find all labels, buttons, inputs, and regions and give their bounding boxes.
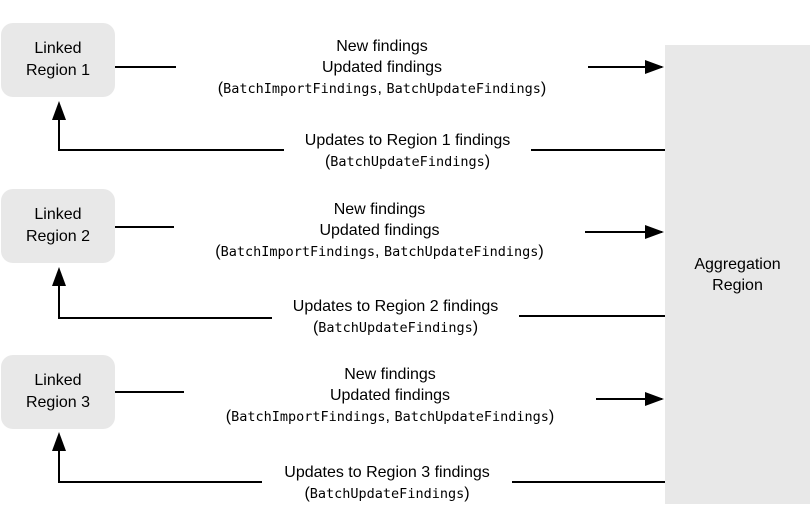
linked-region-2-box: Linked Region 2 [1,189,115,263]
region-1-outbound-apis: (BatchImportFindings, BatchUpdateFinding… [217,80,547,97]
region-2-return-api: BatchUpdateFindings [318,320,473,336]
region-1-return-label: Updates to Region 1 findings (BatchUpdat… [284,130,531,173]
region-2-return-label: Updates to Region 2 findings (BatchUpdat… [272,296,519,339]
region-1-outbound-api-separator: , [377,80,387,97]
region-1-outbound-line2: Updated findings [321,59,443,76]
region-3-return-apis: (BatchUpdateFindings) [304,485,470,502]
linked-region-1-box: Linked Region 1 [1,23,115,97]
region-3-outbound-label: New findings Updated findings (BatchImpo… [184,364,596,428]
region-2-return-arrow-left [58,272,272,319]
region-3-label-line2: Region 3 [25,394,91,411]
region-3-return-line1: Updates to Region 3 findings [284,464,490,481]
region-3-return-label: Updates to Region 3 findings (BatchUpdat… [262,462,512,505]
region-2-label-line1: Linked [34,206,82,223]
region-3-label-line1: Linked [34,372,82,389]
region-1-return-arrowhead [52,101,66,120]
region-2-return-arrowhead [52,267,66,286]
region-2-label-line2: Region 2 [25,228,91,245]
region-2-outbound-line1: New findings [333,201,426,218]
region-1-return-line1: Updates to Region 1 findings [304,132,511,149]
region-3-outbound-line2: Updated findings [329,387,451,404]
region-3-outbound-api-import: BatchImportFindings [231,409,386,425]
region-2-outbound-arrowhead [645,225,664,239]
region-1-return-api: BatchUpdateFindings [330,154,485,170]
region-1-outbound-label: New findings Updated findings (BatchImpo… [176,36,588,100]
region-1-outbound-line1: New findings [336,38,428,55]
region-3-outbound-line1: New findings [344,366,436,383]
aggregation-region-box: Aggregation Region [665,45,810,504]
aggregation-region-label-line1: Aggregation [694,255,781,273]
region-1-outbound-api-import: BatchImportFindings [223,81,378,97]
region-3-return-arrowhead [52,432,66,451]
region-2-return-line1: Updates to Region 2 findings [292,298,499,315]
region-3-return-arrow-left [58,438,262,483]
region-3-return-api: BatchUpdateFindings [309,486,465,502]
region-2-outbound-line2: Updated findings [319,222,440,239]
region-2-outbound-api-import: BatchImportFindings [220,244,376,260]
region-1-outbound-api-update: BatchUpdateFindings [386,81,541,97]
region-2-outbound-api-separator: , [375,243,384,260]
region-1-label-line1: Linked [34,40,82,57]
region-1-return-apis: (BatchUpdateFindings) [324,153,491,170]
region-3-outbound-api-update: BatchUpdateFindings [394,409,549,425]
aggregation-region-label-line2: Region [712,276,763,294]
region-3-outbound-arrowhead [645,392,664,406]
region-2-outbound-apis: (BatchImportFindings, BatchUpdateFinding… [215,243,544,260]
region-1-return-arrow-left [58,106,284,151]
region-1-label-line2: Region 1 [25,62,91,79]
region-2-outbound-label: New findings Updated findings (BatchImpo… [174,199,585,263]
region-3-outbound-api-separator: , [385,408,395,425]
region-2-return-apis: (BatchUpdateFindings) [312,319,479,336]
region-1-outbound-arrowhead [645,60,664,74]
linked-region-3-box: Linked Region 3 [1,355,115,429]
region-2-outbound-api-update: BatchUpdateFindings [383,244,539,260]
region-3-outbound-apis: (BatchImportFindings, BatchUpdateFinding… [225,408,555,425]
